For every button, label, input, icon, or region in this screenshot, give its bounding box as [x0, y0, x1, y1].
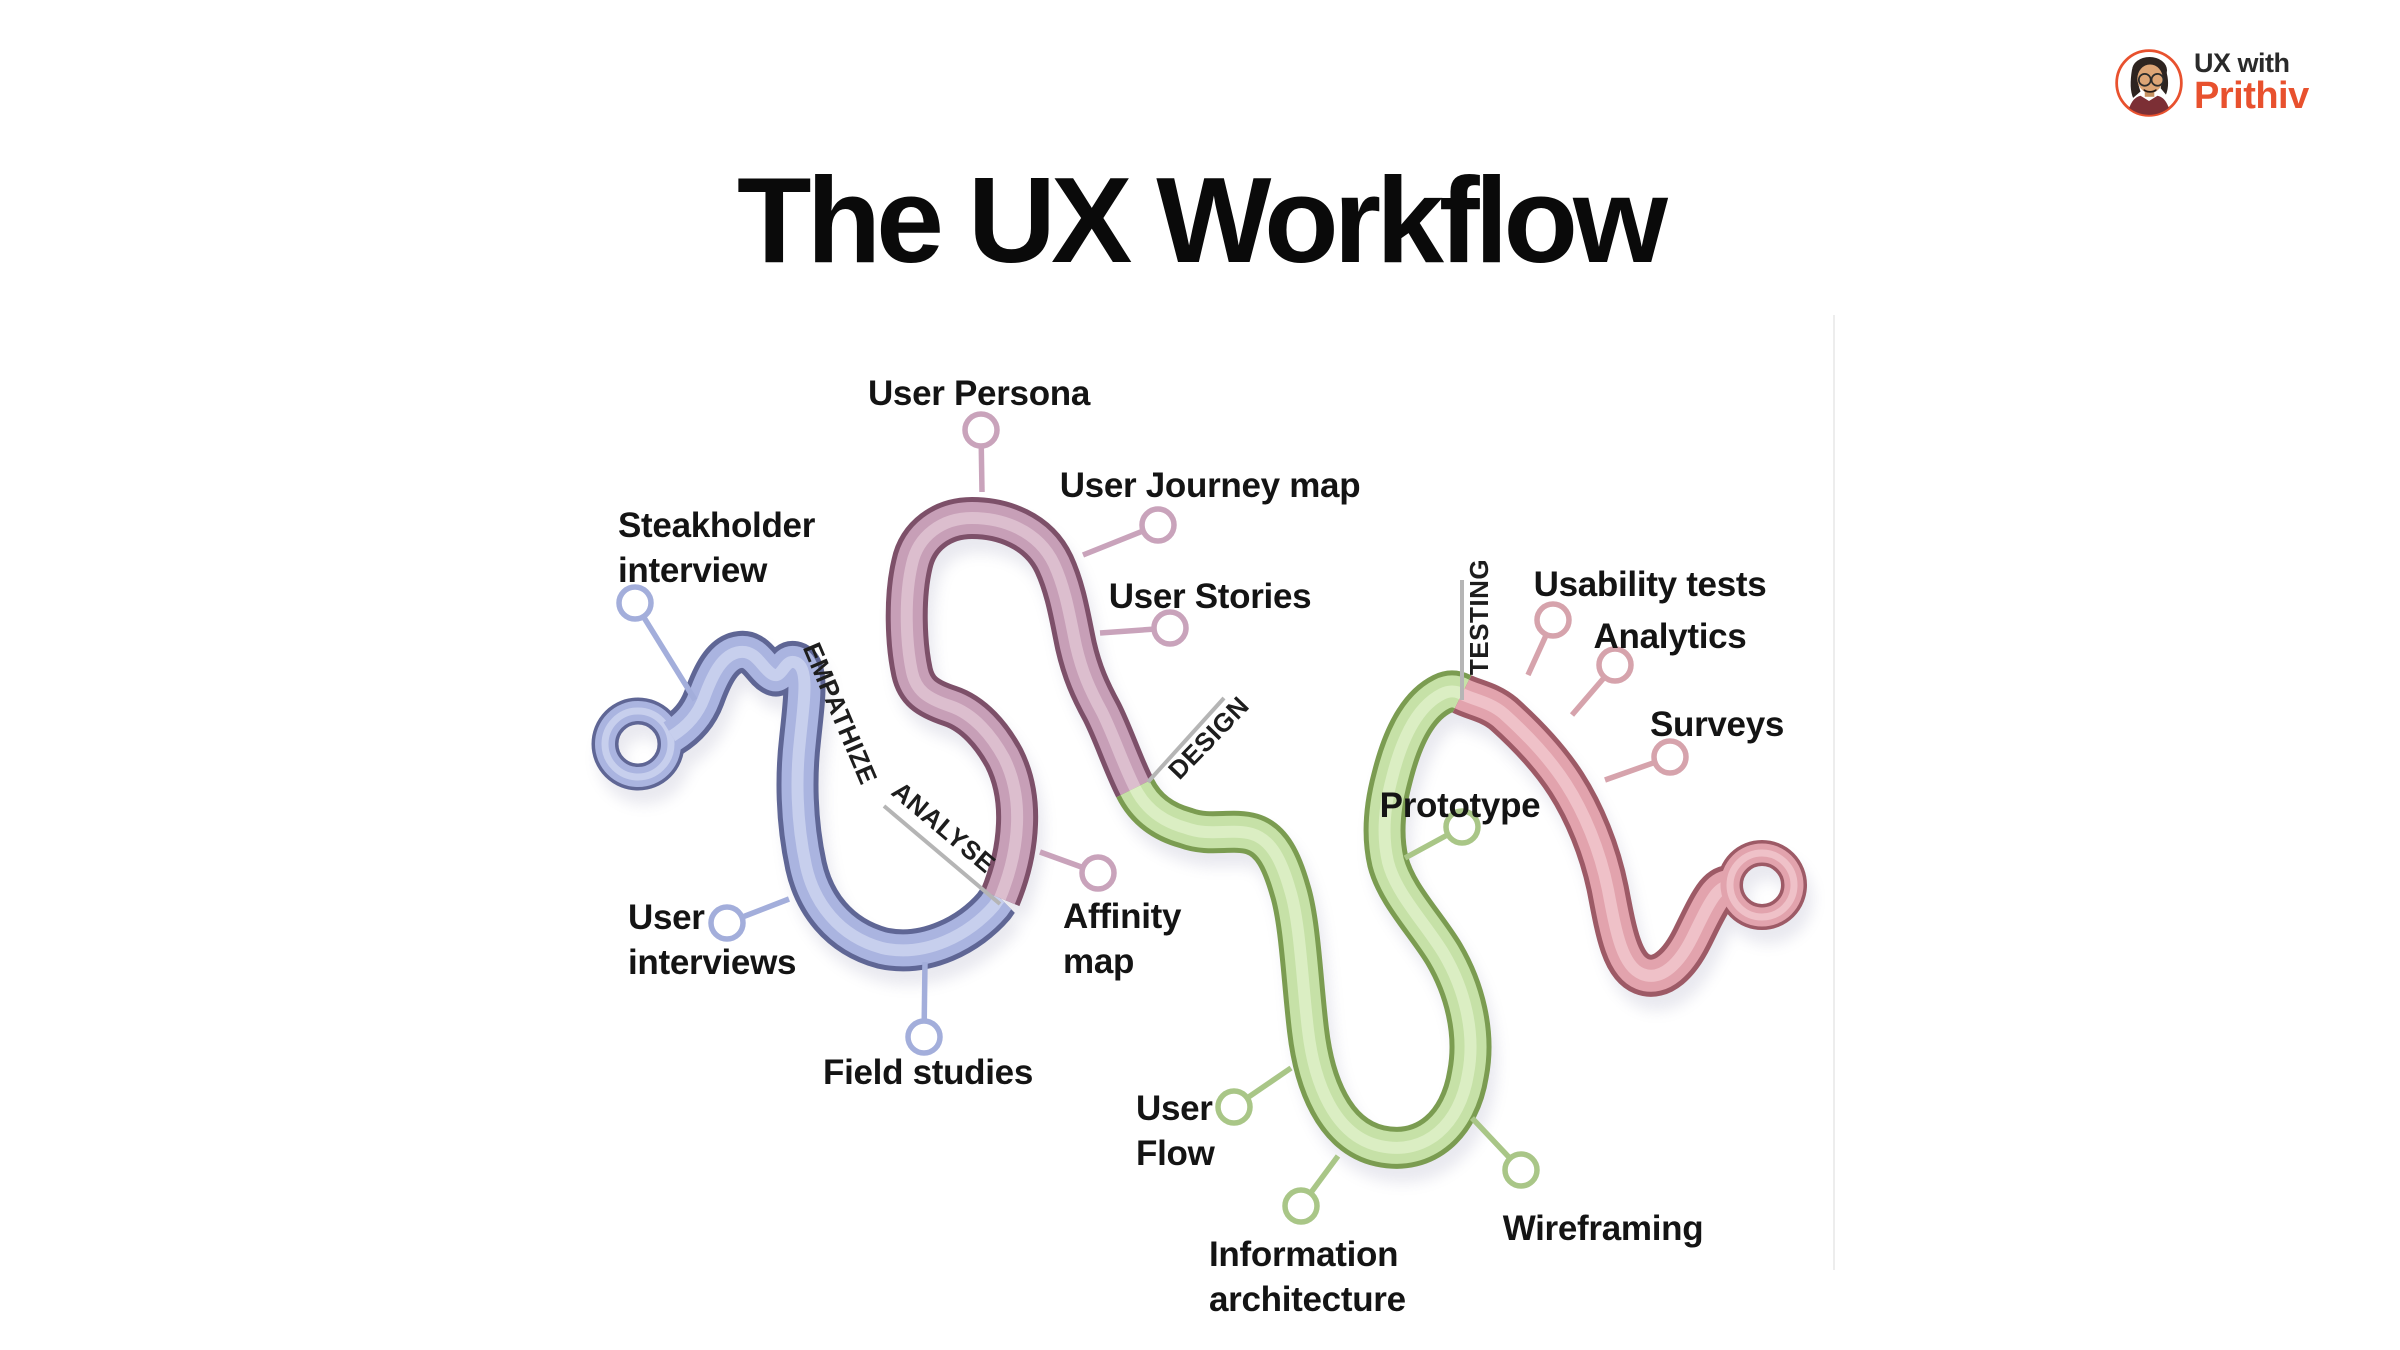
activity-label-user-interviews: User interviews: [628, 895, 797, 985]
activity-label-surveys: Surveys: [1650, 702, 1784, 747]
connector-user-journey-map: [1081, 506, 1177, 558]
testing-end-ring-shine: [1726, 849, 1798, 921]
dot-wireframing: [1502, 1151, 1540, 1189]
label-line: User Persona: [867, 374, 1091, 413]
label-line: Information: [1209, 1235, 1399, 1274]
worm-segment-testing: [1462, 694, 1807, 976]
activity-label-steakholder-interview: Steakholder interview: [618, 503, 815, 593]
activity-label-information-architecture: Information architecture: [1209, 1232, 1406, 1322]
activity-label-user-stories: User Stories: [1109, 574, 1312, 619]
connector-information-architecture: [1282, 1154, 1341, 1225]
connector-user-stories: [1099, 609, 1189, 647]
dot-affinity-map: [1079, 854, 1117, 892]
activity-label-user-journey-map: User Journey map: [1060, 463, 1361, 508]
label-line: interview: [618, 551, 768, 590]
dot-steakholder-interview: [616, 584, 654, 622]
dot-user-journey-map: [1139, 506, 1177, 544]
label-line: Usability tests: [1533, 565, 1767, 604]
dot-user-interviews: [708, 904, 746, 942]
phase-label-design: DESIGN: [1162, 690, 1255, 785]
dot-field-studies: [905, 1018, 943, 1056]
activity-label-affinity-map: Affinity map: [1063, 894, 1181, 984]
brand-text: UX with Prithiv: [2194, 49, 2309, 117]
brand-line1: UX with: [2194, 47, 2290, 78]
brand-logo: UX with Prithiv: [2114, 48, 2309, 118]
label-line: architecture: [1209, 1280, 1406, 1319]
connector-usability-tests: [1525, 601, 1572, 677]
dot-analytics: [1596, 646, 1634, 684]
connector-wireframing: [1469, 1116, 1540, 1189]
brand-line2: Prithiv: [2194, 75, 2309, 118]
label-line: interviews: [628, 943, 797, 982]
activity-label-analytics: Analytics: [1594, 614, 1747, 659]
phase-label-testing: TESTING: [1464, 559, 1494, 675]
dot-user-persona: [962, 411, 1000, 449]
label-line: Surveys: [1649, 705, 1785, 744]
connector-surveys: [1604, 738, 1689, 783]
slide-edge-line: [1833, 315, 1835, 1270]
label-line: map: [1063, 942, 1135, 981]
divider-analyse: [882, 804, 1002, 906]
connector-user-interviews: [708, 896, 790, 942]
label-line: Flow: [1136, 1134, 1215, 1173]
connector-field-studies: [905, 961, 943, 1056]
activity-label-usability-tests: Usability tests: [1534, 562, 1767, 607]
connector-affinity-map: [1039, 849, 1117, 892]
label-line: User: [1136, 1089, 1213, 1128]
phase-label-analyse: ANALYSE: [886, 775, 1001, 879]
label-line: Wireframing: [1502, 1209, 1704, 1248]
label-line: User Stories: [1108, 577, 1312, 616]
worm-segment-empathize: [591, 652, 1000, 950]
avatar: [2115, 49, 2183, 117]
activity-label-wireframing: Wireframing: [1503, 1206, 1704, 1251]
dot-surveys: [1651, 738, 1689, 776]
avatar-illustration: [2126, 57, 2172, 115]
dot-user-stories: [1151, 609, 1189, 647]
dot-user-flow: [1215, 1088, 1253, 1126]
activity-label-user-persona: User Persona: [868, 371, 1090, 416]
label-line: Affinity: [1063, 897, 1182, 936]
connector-user-persona: [962, 411, 1000, 493]
activity-label-prototype: Prototype: [1380, 783, 1541, 828]
connector-analytics: [1569, 646, 1634, 717]
connector-user-flow: [1215, 1065, 1293, 1126]
label-line: User Journey map: [1059, 466, 1361, 505]
label-line: Steakholder: [618, 506, 816, 545]
label-line: Prototype: [1379, 786, 1541, 825]
dot-information-architecture: [1282, 1187, 1320, 1225]
dot-usability-tests: [1534, 601, 1572, 639]
label-line: User: [628, 898, 705, 937]
label-line: Field studies: [822, 1053, 1034, 1092]
label-line: Analytics: [1593, 617, 1747, 656]
page-title: The UX Workflow: [737, 152, 1668, 288]
connector-steakholder-interview: [616, 584, 698, 702]
dot-prototype: [1443, 808, 1481, 846]
divider-design: [1146, 696, 1226, 784]
empathize-start-ring-shine: [601, 707, 675, 781]
activity-label-field-studies: Field studies: [823, 1050, 1033, 1095]
activity-label-user-flow: User Flow: [1136, 1086, 1215, 1176]
connector-prototype: [1403, 808, 1481, 861]
